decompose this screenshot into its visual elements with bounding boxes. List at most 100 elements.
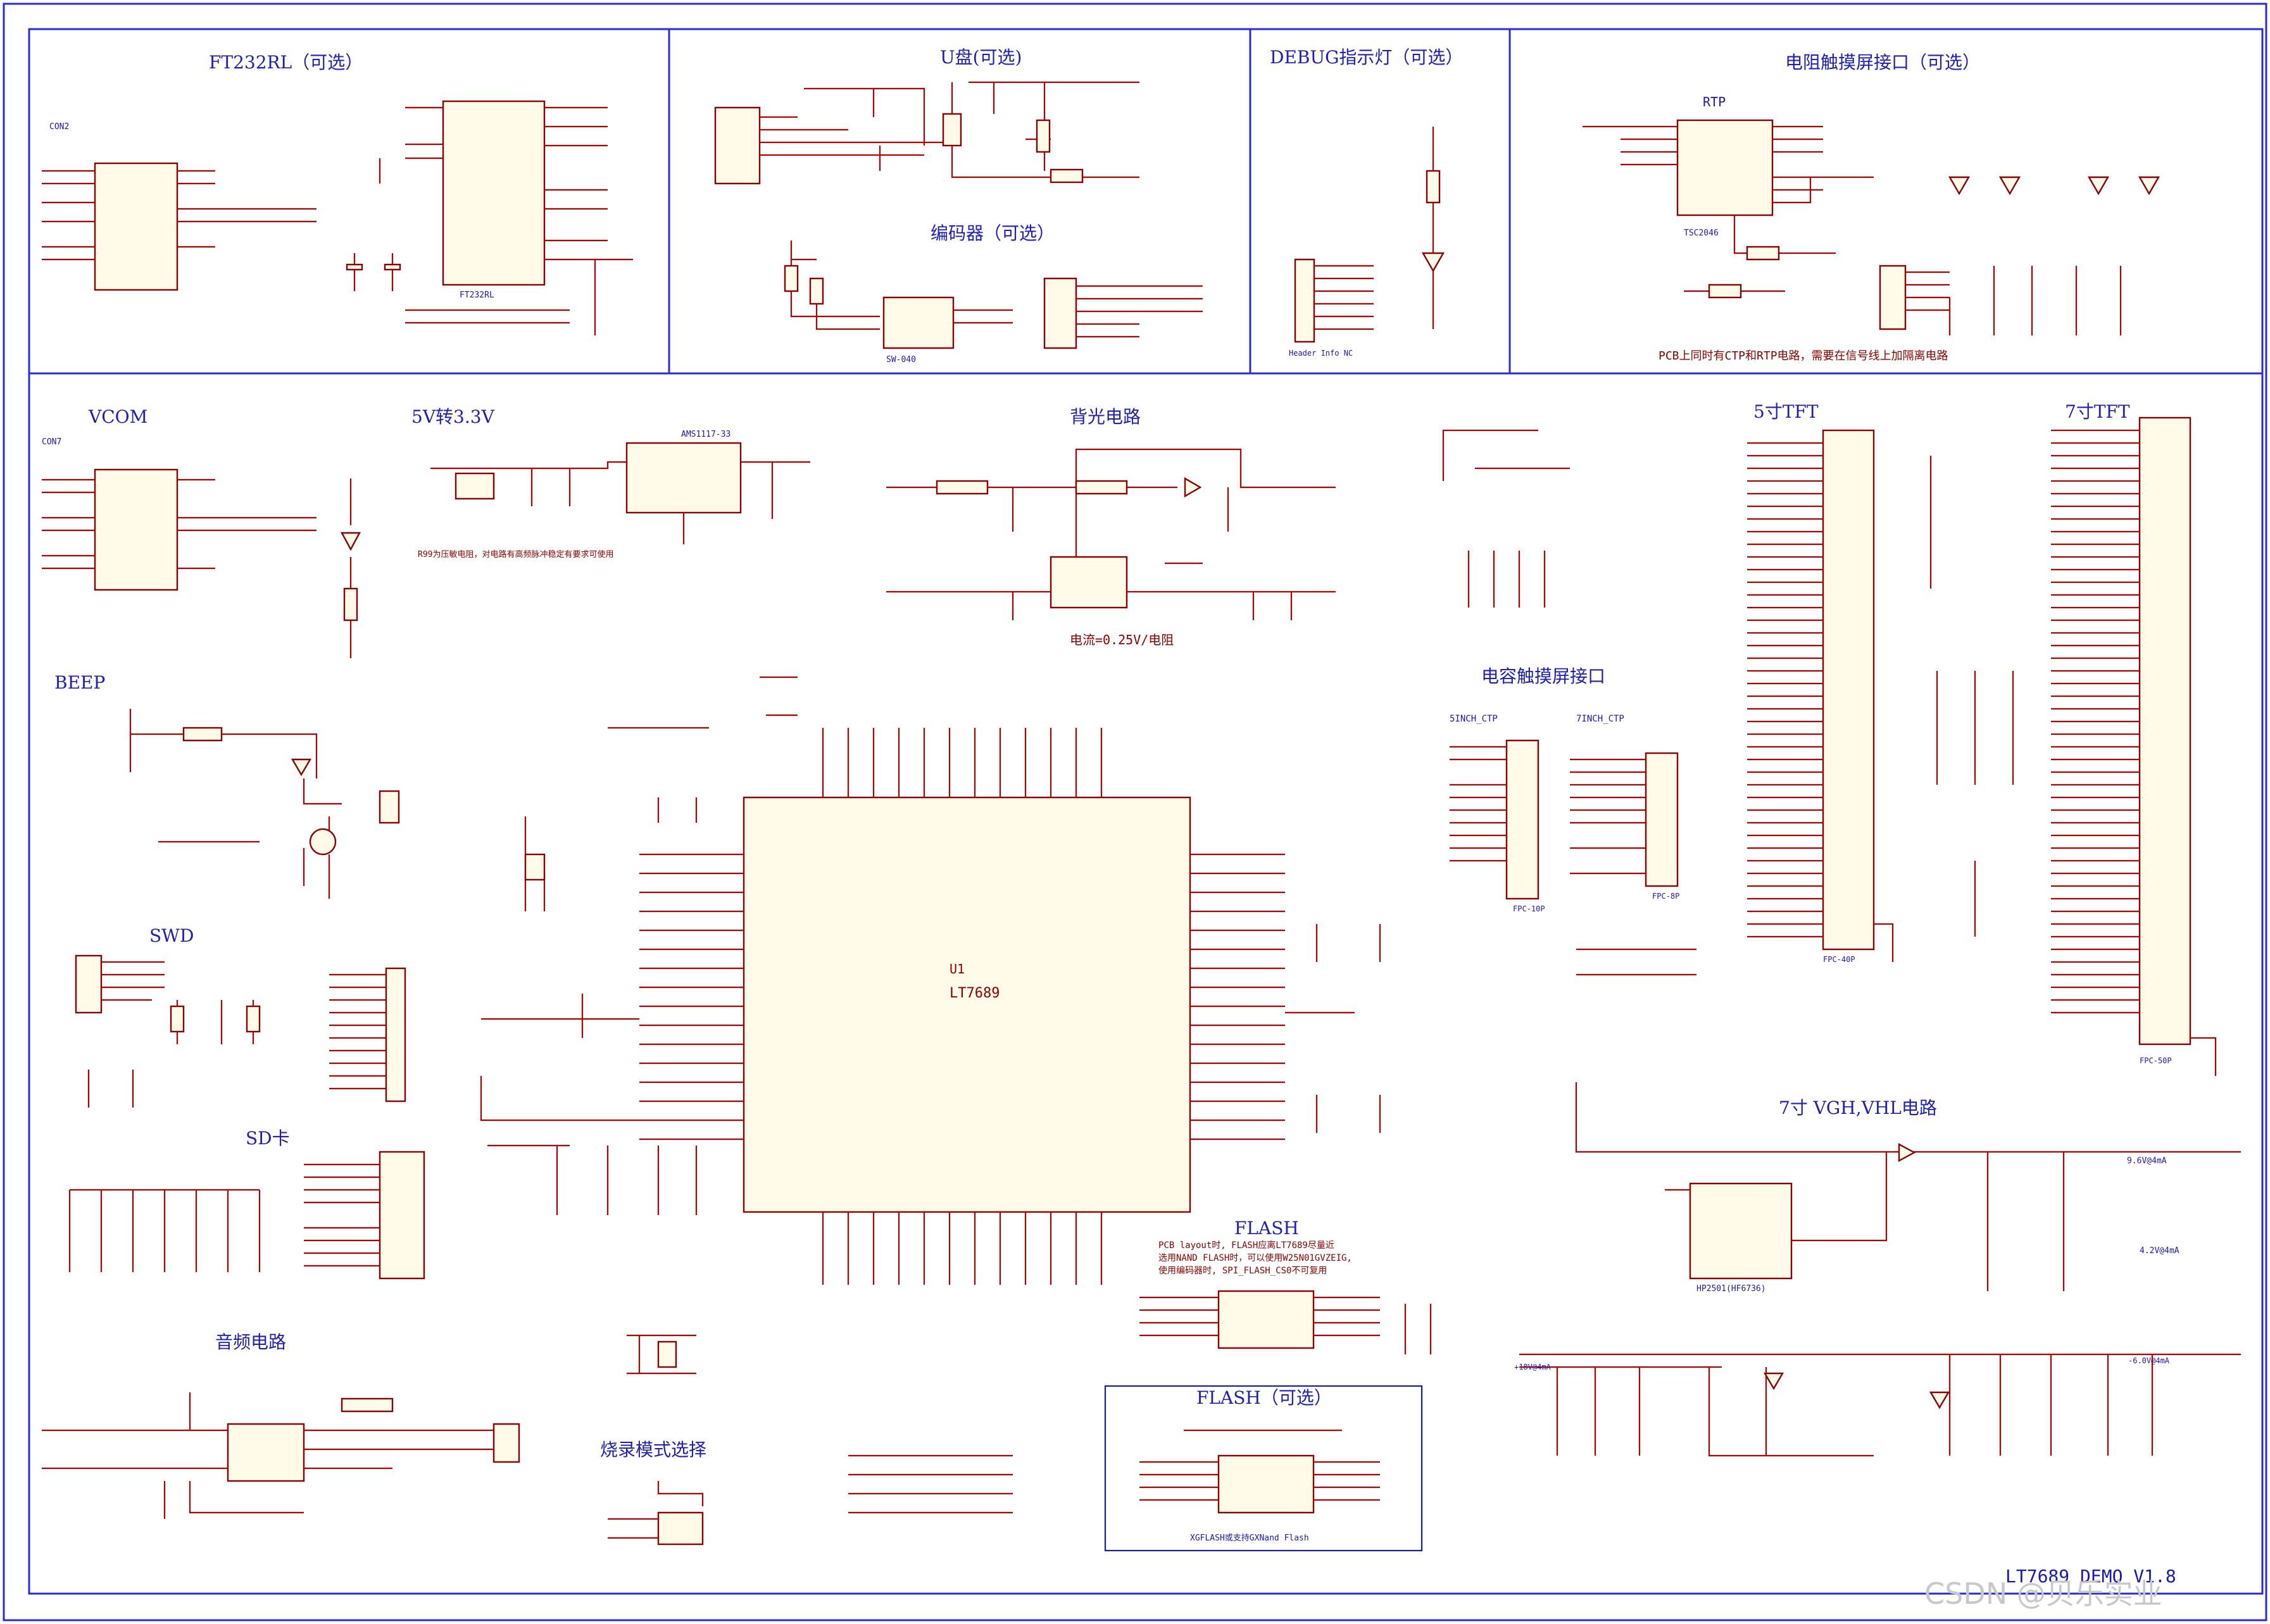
diode-d11 — [1929, 1391, 1950, 1409]
encoder-label: SW-040 — [886, 355, 916, 365]
ams1117-ldo — [625, 442, 742, 514]
title-ctouch: 电容触摸屏接口 — [1481, 666, 1605, 687]
beep-block — [129, 709, 400, 899]
usb-connector-con2 — [94, 162, 179, 291]
sd-block — [68, 1151, 425, 1280]
resistor-r45 — [1426, 170, 1441, 204]
rtouch-block: RTP TSC2046 PCB上同时有CTP和RTP电路，需要在信号线上加隔离电… — [1583, 94, 2160, 363]
swd-block — [75, 954, 261, 1108]
ctouch-block: 5INCH_CTP 7INCH_CTP FPC-10P FPC-8P — [1442, 429, 1696, 976]
fpc-con10 — [1505, 739, 1539, 900]
resistor-r31 — [1050, 168, 1084, 184]
connector-con4 — [492, 1423, 520, 1463]
led-green — [340, 532, 361, 551]
title-conv: 5V转3.3V — [411, 406, 495, 427]
diode-d9 — [1898, 1142, 1916, 1163]
fpc8-label: FPC-8P — [1652, 892, 1679, 901]
resistor-r27 — [784, 265, 799, 292]
title-flash: FLASH — [1234, 1218, 1299, 1239]
transistor-q1 — [309, 828, 337, 856]
boost-u6 — [1689, 1182, 1793, 1280]
title-flash-opt: FLASH（可选） — [1196, 1387, 1332, 1408]
audio-block — [42, 1392, 520, 1519]
flash-bottom-note: XGFLASH或支持GXNand Flash — [1190, 1533, 1309, 1543]
header-con1 — [75, 954, 103, 1014]
title-ft232: FT232RL（可选） — [209, 52, 363, 73]
cap-c61 — [384, 263, 401, 271]
tft7-block: FPC-50P — [1929, 416, 2217, 1076]
rtp-label: RTP — [1703, 94, 1726, 109]
crystal-y1 — [942, 113, 962, 147]
resistor-r26 — [1708, 284, 1742, 299]
header-con5 — [385, 967, 406, 1102]
ft232-block: CON2 FT232RL — [42, 100, 633, 335]
sheet-frame — [3, 3, 2267, 1621]
resistor-r46 — [170, 1005, 185, 1033]
ft232rl-label: FT232RL — [460, 290, 494, 300]
flash-opt-frame — [1104, 1385, 1423, 1552]
title-burn: 烧录模式选择 — [600, 1439, 706, 1460]
vcom-val: 4.2V@4mA — [2140, 1246, 2179, 1256]
title-swd: SWD — [149, 925, 194, 946]
header-con13 — [1043, 277, 1077, 349]
vgl-val: -6.0V@4mA — [2128, 1356, 2170, 1365]
led-debug — [1421, 252, 1445, 273]
crystal-32k — [657, 1340, 677, 1368]
vgh-val: +18V@4mA — [1514, 1363, 1552, 1371]
encoder-switch-sw040 — [882, 296, 955, 349]
debug-block: Header Info NC — [1289, 127, 1445, 358]
lcd-avdd-val: 9.6V@4mA — [2127, 1156, 2167, 1166]
inductor-l7 — [341, 1397, 394, 1413]
cap-c60 — [346, 263, 363, 271]
flash-u2 — [1217, 1454, 1315, 1514]
polyfuse-sw — [455, 472, 495, 500]
fpc50-label: FPC-50P — [2140, 1056, 2172, 1065]
header10-block — [329, 967, 406, 1102]
usb-connector-con6 — [714, 106, 761, 185]
ft232rl-chip — [442, 100, 546, 286]
tvs-array — [1948, 176, 2160, 196]
backlight-driver — [1050, 556, 1128, 609]
fpc-con11 — [1822, 429, 1875, 951]
ctp7-label: 7INCH_CTP — [1576, 714, 1624, 724]
title-debug: DEBUG指示灯（可选） — [1270, 47, 1463, 68]
title-sd: SD卡 — [246, 1128, 290, 1149]
flash-block: PCB layout时, FLASH应离LT7689尽量近 选用NAND FLA… — [627, 1240, 1432, 1552]
connector-con14 — [1879, 265, 1907, 330]
header-info — [1294, 258, 1315, 343]
backlight-block: 电流=0.25V/电阻 — [886, 448, 1336, 647]
fpc40-label: FPC-40P — [1823, 955, 1855, 964]
title-vgh: 7寸 VGH,VHL电路 — [1779, 1097, 1937, 1118]
diode-d8 — [291, 758, 312, 777]
lt7689-chip — [743, 796, 1191, 1213]
tsc2046-label: TSC2046 — [1684, 228, 1719, 238]
resistor-r6 — [343, 587, 358, 621]
burn-block — [608, 1481, 704, 1546]
resistor-r25 — [1746, 246, 1780, 261]
amp-u7 — [227, 1423, 305, 1482]
udisk-block — [714, 81, 1139, 185]
flash-u3 — [1217, 1290, 1315, 1349]
title-audio: 音频电路 — [215, 1332, 286, 1352]
con7-label: CON7 — [42, 437, 61, 447]
current-formula: 电流=0.25V/电阻 — [1070, 632, 1174, 647]
ldo-block: AMS1117-33 R99为压敏电阻，对电路有高频脉冲稳定有要求可使用 — [418, 430, 810, 559]
title-rtouch: 电阻触摸屏接口（可选） — [1785, 52, 1980, 73]
doc-title: LT7689 DEMO V1.8 — [2005, 1566, 2176, 1587]
vcom-block: CON7 — [42, 437, 361, 658]
fpc-con12 — [2138, 416, 2192, 1046]
header-info-label: Header Info NC — [1289, 349, 1353, 358]
resistor-r28 — [809, 277, 824, 305]
title-backlight: 背光电路 — [1070, 406, 1141, 427]
tft5-block: FPC-40P — [1747, 429, 1894, 964]
title-beep: BEEP — [54, 672, 105, 693]
title-udisk: U盘(可选) — [940, 47, 1022, 68]
ctp5-label: 5INCH_CTP — [1450, 714, 1498, 724]
mcu-name: LT7689 — [950, 985, 1000, 1001]
tsc2046-chip — [1676, 119, 1774, 216]
mcu-block: U1 LT7689 — [480, 676, 1381, 1285]
switch-sw1 — [524, 853, 546, 881]
title-vcom: VCOM — [88, 406, 147, 427]
section-titles: FT232RL（可选） U盘(可选) DEBUG指示灯（可选） 电阻触摸屏接口（… — [54, 47, 2130, 1460]
